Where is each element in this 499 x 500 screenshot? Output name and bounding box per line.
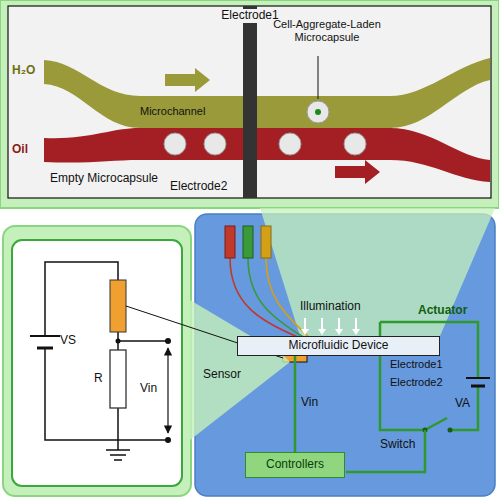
battery-plate [30,335,60,337]
switch-lever [425,418,447,430]
flow-arrow [335,160,380,184]
label: Empty Microcapsule [50,172,158,186]
circuit-wires [45,262,168,460]
chip-view [8,6,491,198]
label: VS [60,334,76,348]
leader-line [318,56,319,99]
sensor-resistor [110,280,126,332]
label: VA [455,397,470,411]
syringe [225,226,235,258]
resistor-symbol [110,350,126,408]
cell-aggregate [315,109,321,115]
signal-wire [294,356,297,452]
arrow-head [318,329,326,335]
wire [118,340,168,342]
callout-wedge [260,208,495,336]
control-wire [346,430,425,472]
tube [230,258,300,338]
battery-plate [471,385,485,388]
label: Sensor [203,368,241,382]
label: Electrode2 [170,180,227,194]
light-arrows [305,318,356,331]
label: R [94,372,103,386]
terminal [165,437,171,443]
terminal [165,338,171,344]
label: Electrode1 [219,9,280,23]
top-panel [0,0,499,208]
label: Cell-Aggregate-Laden Microcapsule [268,18,386,43]
label: Vin [140,382,157,396]
water-channel [44,58,490,128]
node-text: Microfluidic Device [244,339,433,353]
syringe [243,226,253,258]
circuit-box [12,240,182,486]
device-box: Microfluidic Device [237,336,440,356]
battery-plate [37,347,53,350]
circuit-panel [3,226,191,496]
microcapsule [307,101,329,123]
microcapsule [164,133,186,155]
node-text: Controllers [252,458,338,472]
arrow-head [352,329,360,335]
signal-label: Vin [301,396,318,410]
arrow-head [335,329,343,335]
switch-contact [448,428,453,433]
tube [266,258,310,338]
wire [117,408,119,440]
label: Microchannel [140,105,205,118]
ground-symbol [106,440,130,460]
label: Oil [12,143,28,157]
label: Actuator [418,304,467,318]
label: Illumination [300,300,361,314]
wire [45,262,118,336]
label: Electrode1 [390,358,443,371]
label: Electrode2 [390,376,443,389]
junction [116,339,121,344]
electrode-bar [243,6,257,198]
wire [45,348,168,440]
microcapsule [344,133,366,155]
controller-box: Controllers [245,452,345,478]
flow-arrow [165,68,210,92]
arrow-head [301,329,309,335]
label: H₂O [12,64,35,78]
voltage-arrow [167,348,168,433]
label: Switch [380,438,415,452]
callout-wedge [190,300,290,440]
microcapsule [204,133,226,155]
microcapsule [279,133,301,155]
syringe [261,226,271,258]
light-heads [301,329,360,335]
battery-plate [466,377,490,379]
